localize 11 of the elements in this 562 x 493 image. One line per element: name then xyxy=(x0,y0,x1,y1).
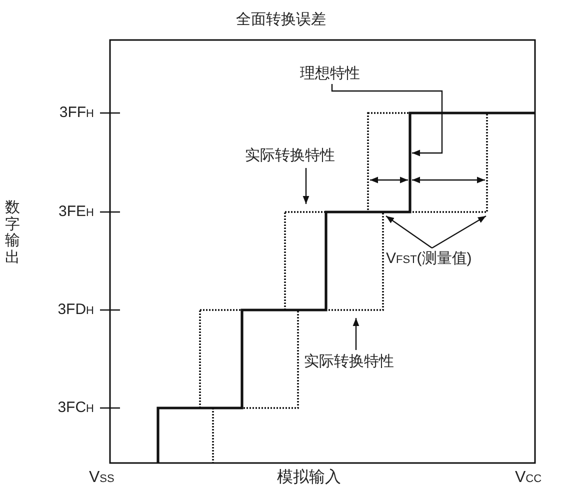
annotation-text: 实际转换特性 xyxy=(304,354,394,369)
annotation-text: 实际转换特性 xyxy=(245,148,335,163)
annotation-text: 理想特性 xyxy=(300,66,360,81)
axis-label: 数字输出 xyxy=(5,200,20,266)
leader-line xyxy=(386,216,432,248)
chart-title: 全面转换误差 xyxy=(235,12,327,27)
leader-line xyxy=(352,318,360,350)
leader-line xyxy=(331,84,443,156)
axis-label: 模拟输入 xyxy=(277,470,341,486)
leader-line xyxy=(432,215,486,249)
leader-line xyxy=(302,168,310,204)
